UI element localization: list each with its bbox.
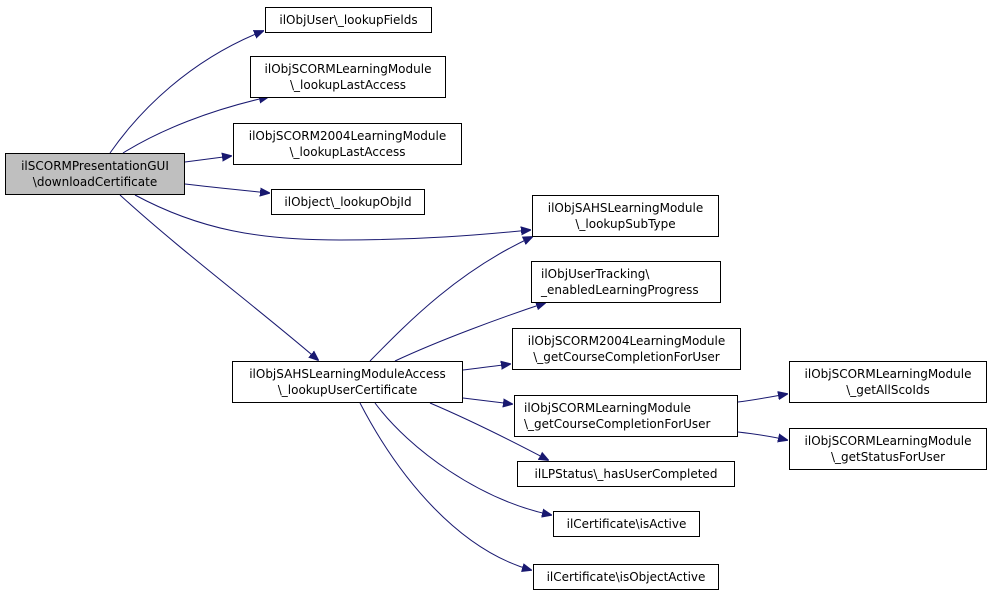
edge-root-to-n5 [134, 194, 530, 241]
node-line: ilLPStatus\_hasUserCompleted [534, 467, 718, 481]
node-get-status-for-user[interactable]: ilObjSCORMLearningModule \_getStatusForU… [789, 428, 987, 470]
node-line: \_getCourseCompletionForUser [524, 417, 711, 431]
node-line: ilObjSAHSLearningModule [547, 201, 704, 215]
node-line: ilObjSCORMLearningModule [804, 367, 972, 381]
node-lookup-obj-id[interactable]: ilObject\_lookupObjId [271, 189, 425, 215]
node-lookup-fields[interactable]: ilObjUser\_lookupFields [265, 7, 432, 33]
node-certificate-is-object-active[interactable]: ilCertificate\isObjectActive [533, 564, 719, 590]
node-lookup-sub-type[interactable]: ilObjSAHSLearningModule \_lookupSubType [532, 195, 719, 237]
edge-n6-to-n7 [394, 303, 545, 362]
node-line: \_lookupSubType [575, 217, 676, 231]
edge-n6-to-n12 [359, 402, 531, 570]
edge-root-to-n1 [109, 31, 263, 154]
edge-root-to-n6 [119, 194, 318, 360]
edge-n6-to-n9 [462, 397, 512, 404]
node-line: \_getCourseCompletionForUser [533, 350, 720, 364]
edge-root-to-n4 [184, 183, 269, 193]
edge-n6-to-n8 [462, 364, 510, 371]
node-line: ilObjSCORMLearningModule [524, 401, 691, 415]
node-line: ilSCORMPresentationGUI [21, 159, 169, 173]
node-scorm-lookup-last-access[interactable]: ilObjSCORMLearningModule \_lookupLastAcc… [250, 56, 446, 98]
node-line: ilObjSCORMLearningModule [804, 434, 972, 448]
node-line: ilObjSAHSLearningModuleAccess [249, 367, 446, 381]
node-lookup-user-certificate[interactable]: ilObjSAHSLearningModuleAccess \_lookupUs… [232, 361, 463, 403]
edge-n9-to-n14 [737, 431, 787, 440]
edge-n6-to-n10 [429, 402, 548, 460]
node-line: ilObjSCORM2004LearningModule [248, 129, 447, 143]
edge-root-to-n2 [122, 97, 268, 154]
node-line: ilObjUserTracking\ [541, 267, 650, 281]
edge-n6-to-n11 [374, 402, 551, 515]
node-has-user-completed[interactable]: ilLPStatus\_hasUserCompleted [517, 461, 735, 487]
node-line: \_getAllScoIds [846, 383, 930, 397]
node-line: ilObjSCORM2004LearningModule [527, 334, 726, 348]
edge-n6-to-n5 [369, 237, 532, 362]
node-line: ilObject\_lookupObjId [284, 195, 412, 209]
node-line: \_lookupUserCertificate [277, 383, 418, 397]
edge-n9-to-n13 [737, 394, 787, 403]
node-scorm2004-course-completion[interactable]: ilObjSCORM2004LearningModule \_getCourse… [512, 328, 741, 370]
node-scorm2004-lookup-last-access[interactable]: ilObjSCORM2004LearningModule \_lookupLas… [233, 123, 462, 165]
node-line: \_getStatusForUser [830, 450, 946, 464]
node-line: ilCertificate\isObjectActive [546, 570, 706, 584]
edge-root-to-n3 [184, 156, 231, 163]
node-line: \downloadCertificate [32, 175, 158, 189]
node-certificate-is-active[interactable]: ilCertificate\isActive [553, 511, 700, 537]
node-line: ilCertificate\isActive [566, 517, 687, 531]
node-root-function: ilSCORMPresentationGUI \downloadCertific… [5, 153, 185, 195]
node-get-all-sco-ids[interactable]: ilObjSCORMLearningModule \_getAllScoIds [789, 361, 987, 403]
node-line: \_lookupLastAccess [290, 78, 406, 92]
node-scorm-course-completion[interactable]: ilObjSCORMLearningModule \_getCourseComp… [514, 395, 738, 437]
node-line: ilObjSCORMLearningModule [264, 62, 432, 76]
node-line: _enabledLearningProgress [541, 283, 699, 297]
node-enabled-learning-progress[interactable]: ilObjUserTracking\ _enabledLearningProgr… [531, 261, 721, 303]
node-line: \_lookupLastAccess [289, 145, 406, 159]
node-line: ilObjUser\_lookupFields [279, 13, 418, 27]
